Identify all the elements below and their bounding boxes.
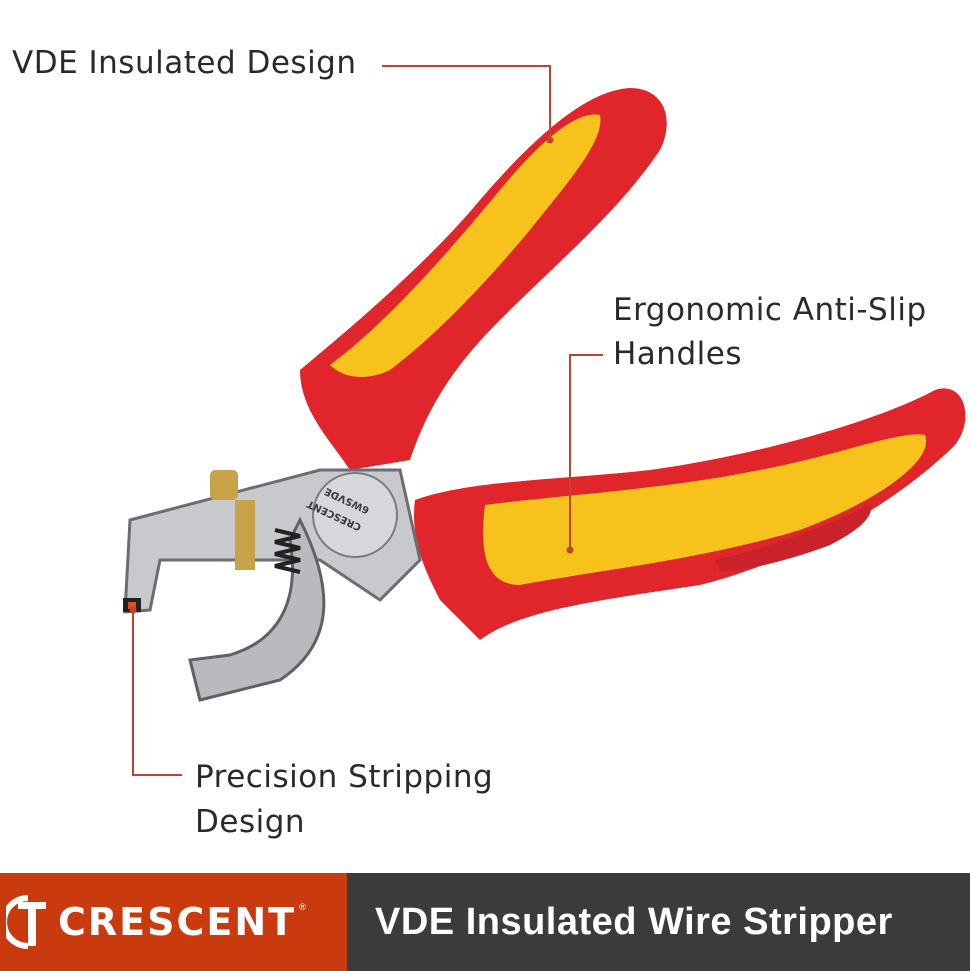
bottom-banner: CRESCENT ® VDE Insulated Wire Stripper: [0, 873, 970, 971]
callout-line-handles: [569, 354, 603, 550]
callout-line-insulated: [382, 65, 551, 140]
upper-handle: [300, 88, 667, 470]
callout-line-stripping: [132, 610, 182, 776]
product-title: VDE Insulated Wire Stripper: [347, 873, 970, 971]
registered-mark: ®: [298, 903, 308, 913]
callout-dot-stripping: [129, 606, 137, 614]
callout-dot-handles: [566, 546, 574, 554]
lower-handle: [414, 388, 966, 640]
callout-insulated: VDE Insulated Design: [12, 45, 357, 81]
callout-handles-line1: Ergonomic Anti-Slip: [613, 292, 927, 328]
brand-logo: CRESCENT ®: [0, 873, 347, 971]
callout-stripping-line1: Precision Stripping: [195, 759, 494, 795]
product-illustration: CRESCENT 6WSVDE: [123, 65, 966, 776]
crescent-logo-icon: [6, 895, 46, 949]
callout-stripping-line2: Design: [195, 804, 306, 840]
metal-jaws: CRESCENT 6WSVDE: [123, 468, 422, 702]
callout-handles-line2: Handles: [613, 336, 742, 372]
brand-name: CRESCENT: [58, 900, 297, 944]
callout-dot-insulated: [546, 136, 554, 144]
